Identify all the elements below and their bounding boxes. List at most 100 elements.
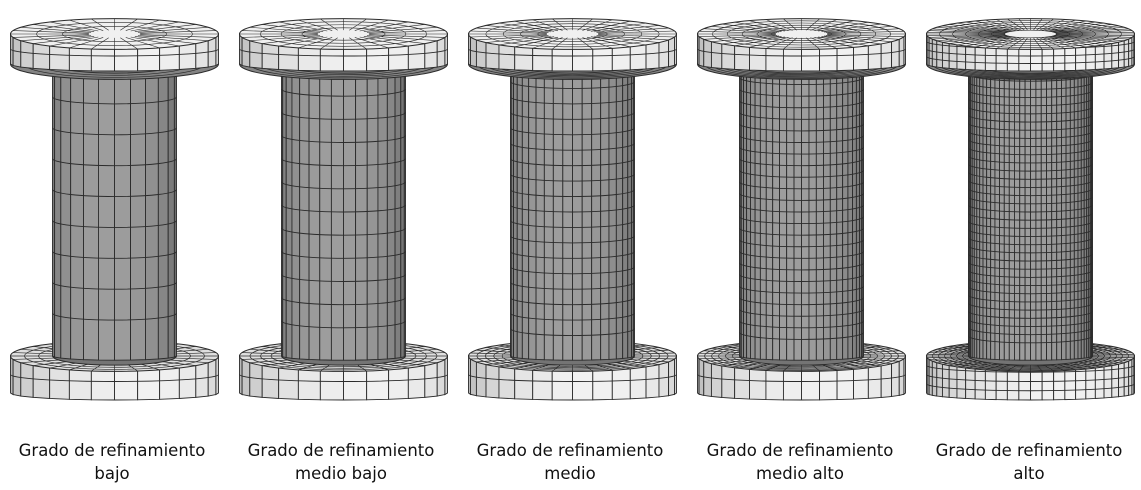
mesh-ring-line <box>968 82 1093 90</box>
mesh-radial-line <box>822 364 838 371</box>
mesh-ring-line <box>968 253 1093 262</box>
mesh-radial-line <box>249 27 321 33</box>
mesh-ring-line <box>468 374 677 382</box>
mesh-radial-line <box>1041 37 1076 49</box>
mesh-ring-line <box>510 220 635 228</box>
shaft-facet <box>400 66 405 359</box>
caption-line1: Grado de refinamiento <box>935 441 1123 460</box>
mesh-radial-line <box>370 363 389 371</box>
shaft-facet <box>355 72 368 361</box>
mesh-radial-line <box>1046 36 1096 47</box>
mesh-radial-line <box>91 37 109 50</box>
mesh-radial-line <box>470 30 548 34</box>
mesh-radial-line <box>1092 353 1134 356</box>
mesh-radial-line <box>1046 21 1096 32</box>
mesh-ring-line <box>510 112 635 120</box>
mesh-radial-line <box>765 19 793 31</box>
mesh-radial-line <box>1052 35 1119 43</box>
mesh-radial-line <box>470 357 512 360</box>
mesh-radial-line <box>13 352 55 355</box>
mesh-ring-line <box>510 328 635 337</box>
shaft-facet <box>98 72 115 361</box>
mesh-radial-line <box>1038 37 1065 49</box>
mesh-ring-line <box>968 221 1093 229</box>
shaft-facet <box>377 70 388 360</box>
mesh-ring-line <box>281 320 406 329</box>
mesh-radial-line <box>141 363 160 371</box>
mesh-radial-line <box>1082 360 1119 365</box>
caption-medio: Grado de refinamiento medio <box>458 439 682 485</box>
mesh-ring-line <box>926 374 1135 382</box>
mesh-ring-line <box>968 286 1093 295</box>
mesh-radial-line <box>91 364 101 372</box>
mesh-radial-line <box>616 362 647 368</box>
mesh-ring-line <box>739 297 864 306</box>
mesh-ring-line <box>926 383 1135 392</box>
mesh-ring-line <box>281 227 406 236</box>
mesh-radial-line <box>349 37 367 50</box>
shaft-facet <box>750 69 756 360</box>
shaft-facet <box>746 68 751 359</box>
mesh-radial-line <box>139 34 216 38</box>
shaft-facet <box>1024 72 1031 361</box>
mesh-radial-line <box>721 36 782 45</box>
shaft-facet <box>330 72 344 361</box>
mesh-ring-line <box>281 204 406 213</box>
mesh-radial-line <box>855 360 892 365</box>
mesh-radial-line <box>584 364 593 372</box>
mesh-radial-line <box>552 18 568 31</box>
mesh-figure <box>10 18 1135 401</box>
mesh-radial-line <box>1089 350 1129 354</box>
mesh-radial-line <box>932 34 1006 40</box>
mesh-radial-line <box>985 363 1004 371</box>
mesh-radial-line <box>298 37 333 49</box>
shaft-facet <box>83 71 99 361</box>
mesh-ring-line <box>739 262 864 271</box>
shaft-facet <box>1046 72 1053 361</box>
shaft-facet <box>70 70 84 361</box>
mesh-radial-line <box>936 35 1008 41</box>
mesh-radial-line <box>125 19 160 31</box>
mesh-radial-line <box>633 352 675 355</box>
mesh-radial-line <box>1050 364 1065 371</box>
mesh-ring-line <box>510 235 635 244</box>
mesh-radial-line <box>1053 27 1125 33</box>
mesh-radial-line <box>49 36 99 47</box>
mesh-radial-line <box>927 34 1005 37</box>
mesh-radial-line <box>470 34 548 38</box>
shaft-facet <box>130 71 146 361</box>
shaft-facet <box>633 64 635 358</box>
mesh-radial-line <box>965 362 992 369</box>
mesh-radial-line <box>606 363 631 370</box>
caption-line2: bajo <box>94 464 130 483</box>
mesh-radial-line <box>699 357 741 360</box>
mesh-radial-line <box>1057 363 1076 371</box>
mesh-ring-line <box>926 48 1135 57</box>
mesh-radial-line <box>932 358 972 362</box>
shaft-facet <box>581 72 593 361</box>
shaft-facet <box>319 72 332 361</box>
mesh-radial-line <box>532 364 549 371</box>
mesh-radial-line <box>249 359 288 364</box>
mesh-radial-line <box>120 37 138 50</box>
shaft-facet <box>829 71 838 361</box>
mesh-radial-line <box>956 22 1013 32</box>
mesh-radial-line <box>927 31 1005 34</box>
mesh-radial-line <box>298 19 333 31</box>
mesh-ring-line <box>739 309 864 317</box>
shaft-facet <box>60 68 72 360</box>
shaft-facet <box>591 71 602 361</box>
shaft-facet <box>808 72 817 361</box>
mesh-ring-line <box>739 123 864 132</box>
mesh-ring-line <box>10 48 219 57</box>
mesh-ring-line <box>510 189 635 198</box>
mesh-radial-line <box>985 37 1020 49</box>
mesh-radial-line <box>262 24 324 32</box>
shaft-facet <box>282 66 287 359</box>
mesh-ring-line <box>968 204 1093 213</box>
mesh-radial-line <box>69 363 88 371</box>
mesh-ring-line <box>968 335 1093 344</box>
mesh-radial-line <box>629 359 669 363</box>
mesh-radial-line <box>825 28 900 33</box>
mesh-radial-line <box>721 23 782 32</box>
